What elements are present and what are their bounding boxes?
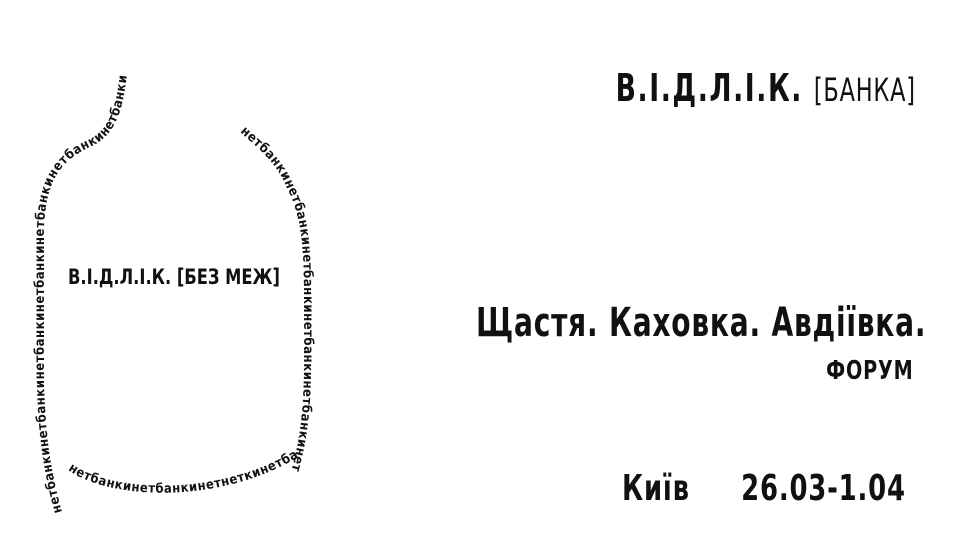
event-title: В.І.Д.Л.І.К. [БАНКА] bbox=[616, 66, 916, 110]
forum-label: ФОРУМ bbox=[826, 356, 914, 386]
event-title-main: В.І.Д.Л.І.К. bbox=[615, 66, 804, 110]
jar-center-text: В.І.Д.Л.І.К. [БЕЗ МЕЖ] bbox=[68, 265, 280, 289]
jar-outline-left-text: нетбанкинетбанкинетбанкинетбанкинетбанки… bbox=[33, 74, 131, 515]
event-tagline: Щастя. Каховка. Авдіївка. bbox=[475, 300, 926, 346]
event-dates: 26.03-1.04 bbox=[741, 468, 906, 509]
event-title-sub: [БАНКА] bbox=[814, 71, 916, 109]
jar-outline-left-path: нетбанкинетбанкинетбанкинетбанкинетбанки… bbox=[33, 74, 130, 515]
event-city: Київ bbox=[622, 468, 690, 509]
